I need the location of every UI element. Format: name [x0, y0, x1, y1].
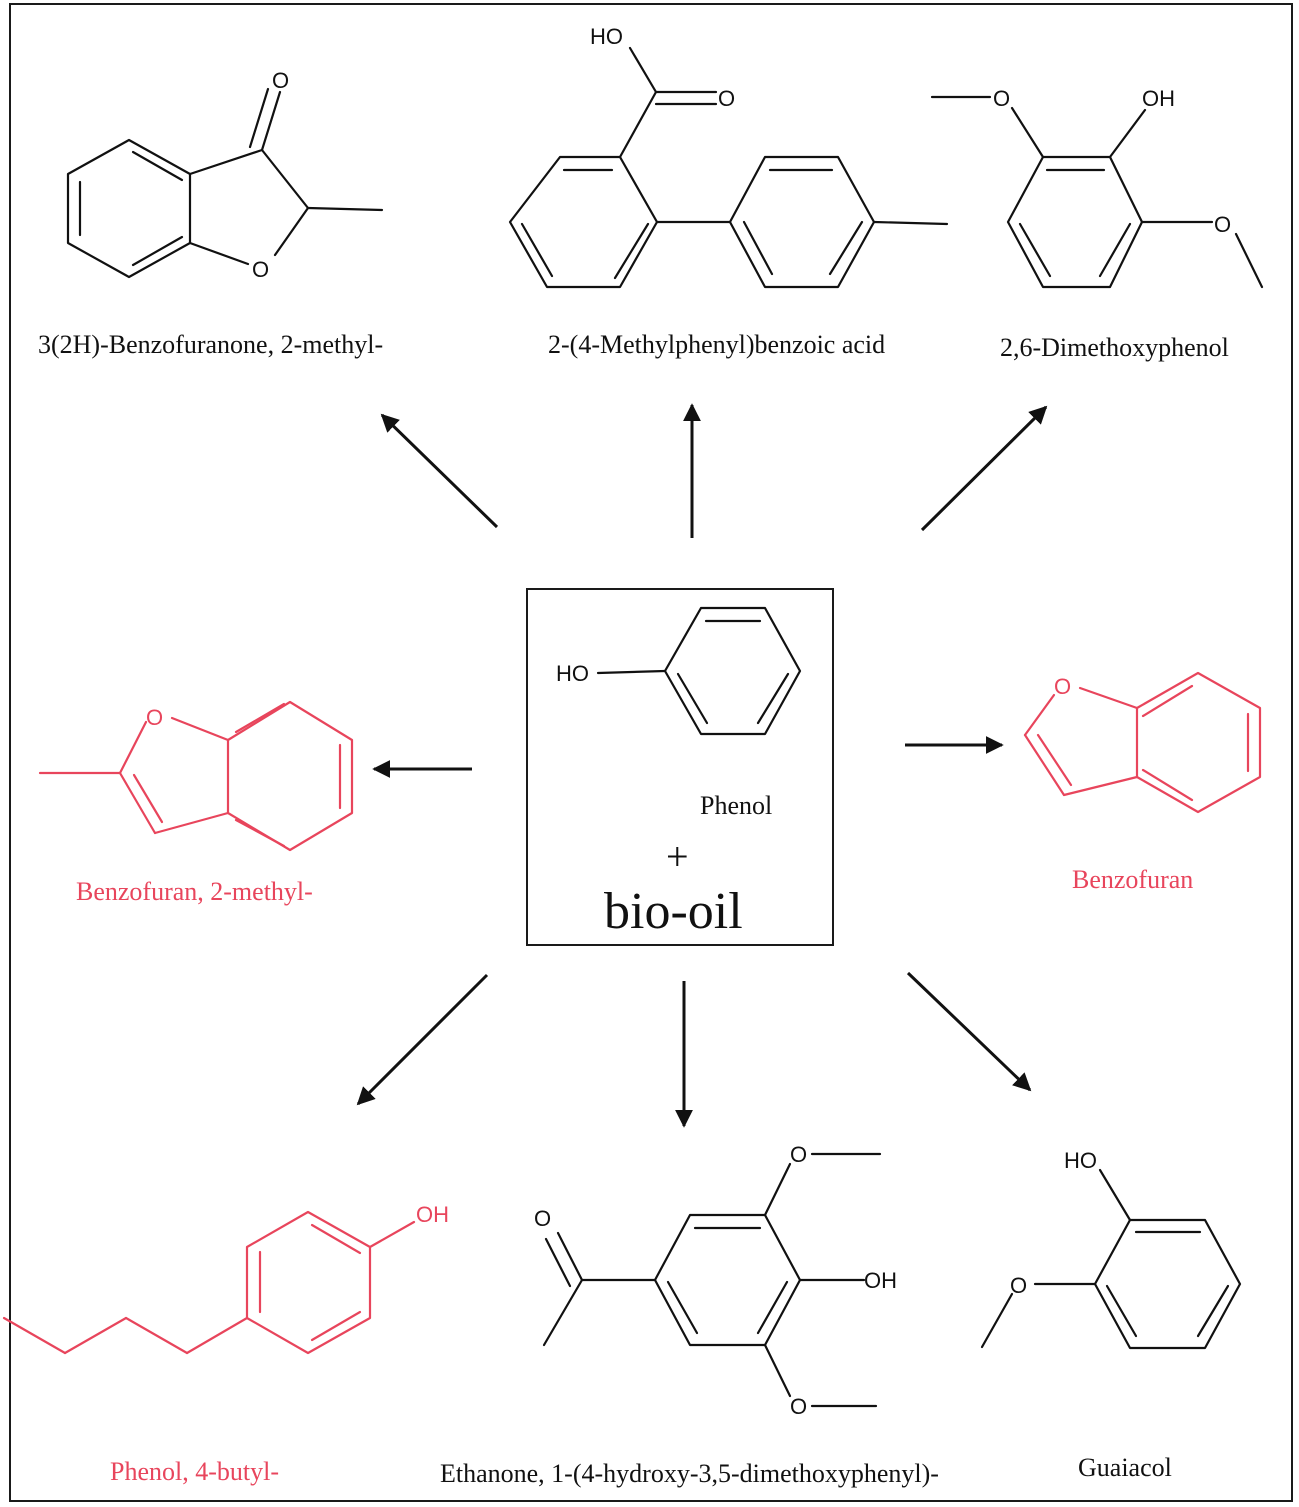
atom-o-methoxy-1: O	[993, 86, 1010, 111]
molecule-butylphenol: OH	[2, 1202, 449, 1355]
atom-oh: OH	[1142, 86, 1175, 111]
atom-o-methoxy-2: O	[1214, 212, 1231, 237]
label-butylphenol: Phenol, 4-butyl-	[110, 1457, 279, 1486]
label-benzofuranone-2-methyl: 3(2H)-Benzofuranone, 2-methyl-	[38, 330, 383, 359]
arrow-to-butylphenol	[356, 973, 489, 1106]
atom-o-guaiacol: O	[1010, 1273, 1027, 1298]
center-box	[526, 588, 834, 946]
plus-sign: +	[666, 834, 689, 879]
label-methylphenyl-benzoic-acid: 2-(4-Methylphenyl)benzoic acid	[548, 330, 885, 359]
molecule-methylphenyl-benzoic-acid: HO O	[508, 24, 949, 289]
molecule-dimethoxyphenol: OH O O	[930, 86, 1264, 289]
label-methylbenzofuran: Benzofuran, 2-methyl-	[76, 877, 313, 906]
arrow-to-benzofuranone	[380, 413, 499, 529]
label-guaiacol: Guaiacol	[1078, 1453, 1172, 1482]
atom-o-carbonyl: O	[272, 68, 289, 93]
atom-o-methoxy-top: O	[790, 1142, 807, 1167]
label-phenol: Phenol	[700, 791, 772, 820]
atom-ho-phenol: HO	[556, 661, 589, 686]
atom-ho-guaiacol: HO	[1064, 1148, 1097, 1173]
molecule-ethanone: O OH O O	[534, 1142, 897, 1419]
atom-ho-acid: HO	[590, 24, 623, 49]
label-dimethoxyphenol: 2,6-Dimethoxyphenol	[1000, 333, 1229, 362]
atom-o-ring: O	[252, 257, 269, 282]
molecule-benzofuranone-2-methyl: O O	[66, 68, 384, 282]
atom-oh-butylphenol: OH	[416, 1202, 449, 1227]
arrow-to-guaiacol	[906, 971, 1032, 1092]
atom-oh-ethanone: OH	[864, 1268, 897, 1293]
outer-frame	[9, 3, 1293, 1502]
molecule-benzofuran: O	[1023, 671, 1262, 814]
molecule-guaiacol: HO O	[980, 1148, 1242, 1350]
atom-o-acid: O	[718, 86, 735, 111]
molecule-methylbenzofuran: O	[38, 700, 354, 852]
atom-o-ketone: O	[534, 1206, 551, 1231]
atom-o-methylbenzofuran: O	[146, 705, 163, 730]
label-benzofuran: Benzofuran	[1072, 865, 1193, 894]
label-bio-oil: bio-oil	[604, 883, 743, 940]
label-ethanone: Ethanone, 1-(4-hydroxy-3,5-dimethoxyphen…	[440, 1459, 939, 1488]
molecule-phenol: HO	[556, 606, 802, 736]
atom-o-benzofuran: O	[1054, 674, 1071, 699]
arrow-to-dimethoxyphenol	[920, 405, 1048, 532]
atom-o-methoxy-bottom: O	[790, 1394, 807, 1419]
